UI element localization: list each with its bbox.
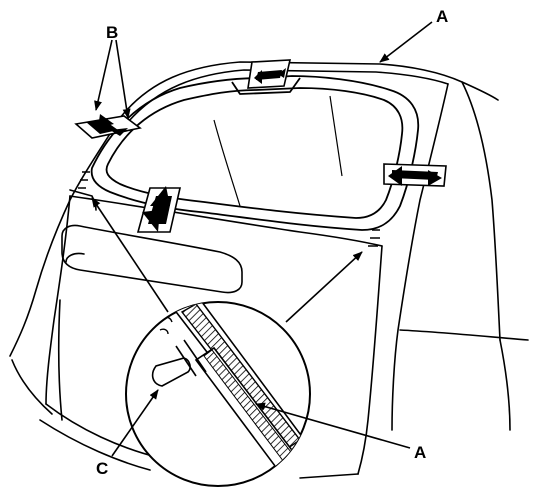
leader-a-detail bbox=[255, 402, 411, 449]
callout-a-top: A bbox=[436, 7, 448, 26]
tape-marker-top bbox=[247, 59, 292, 89]
leader-b-1 bbox=[94, 39, 113, 111]
tape-marker-right bbox=[383, 163, 447, 187]
leader-a-top bbox=[379, 21, 433, 63]
leader-b-2 bbox=[115, 39, 131, 119]
leader-detail-left bbox=[91, 197, 169, 313]
callout-c: C bbox=[96, 459, 108, 478]
tape-marker-b bbox=[74, 114, 142, 139]
detail-view bbox=[125, 301, 311, 487]
callout-b: B bbox=[106, 23, 118, 42]
leader-c bbox=[111, 389, 159, 457]
leader-lines bbox=[91, 21, 433, 457]
clips bbox=[78, 171, 380, 247]
tape-marker-lower bbox=[136, 186, 182, 233]
leader-detail-right bbox=[285, 251, 363, 323]
callout-a-detail: A bbox=[414, 443, 426, 462]
